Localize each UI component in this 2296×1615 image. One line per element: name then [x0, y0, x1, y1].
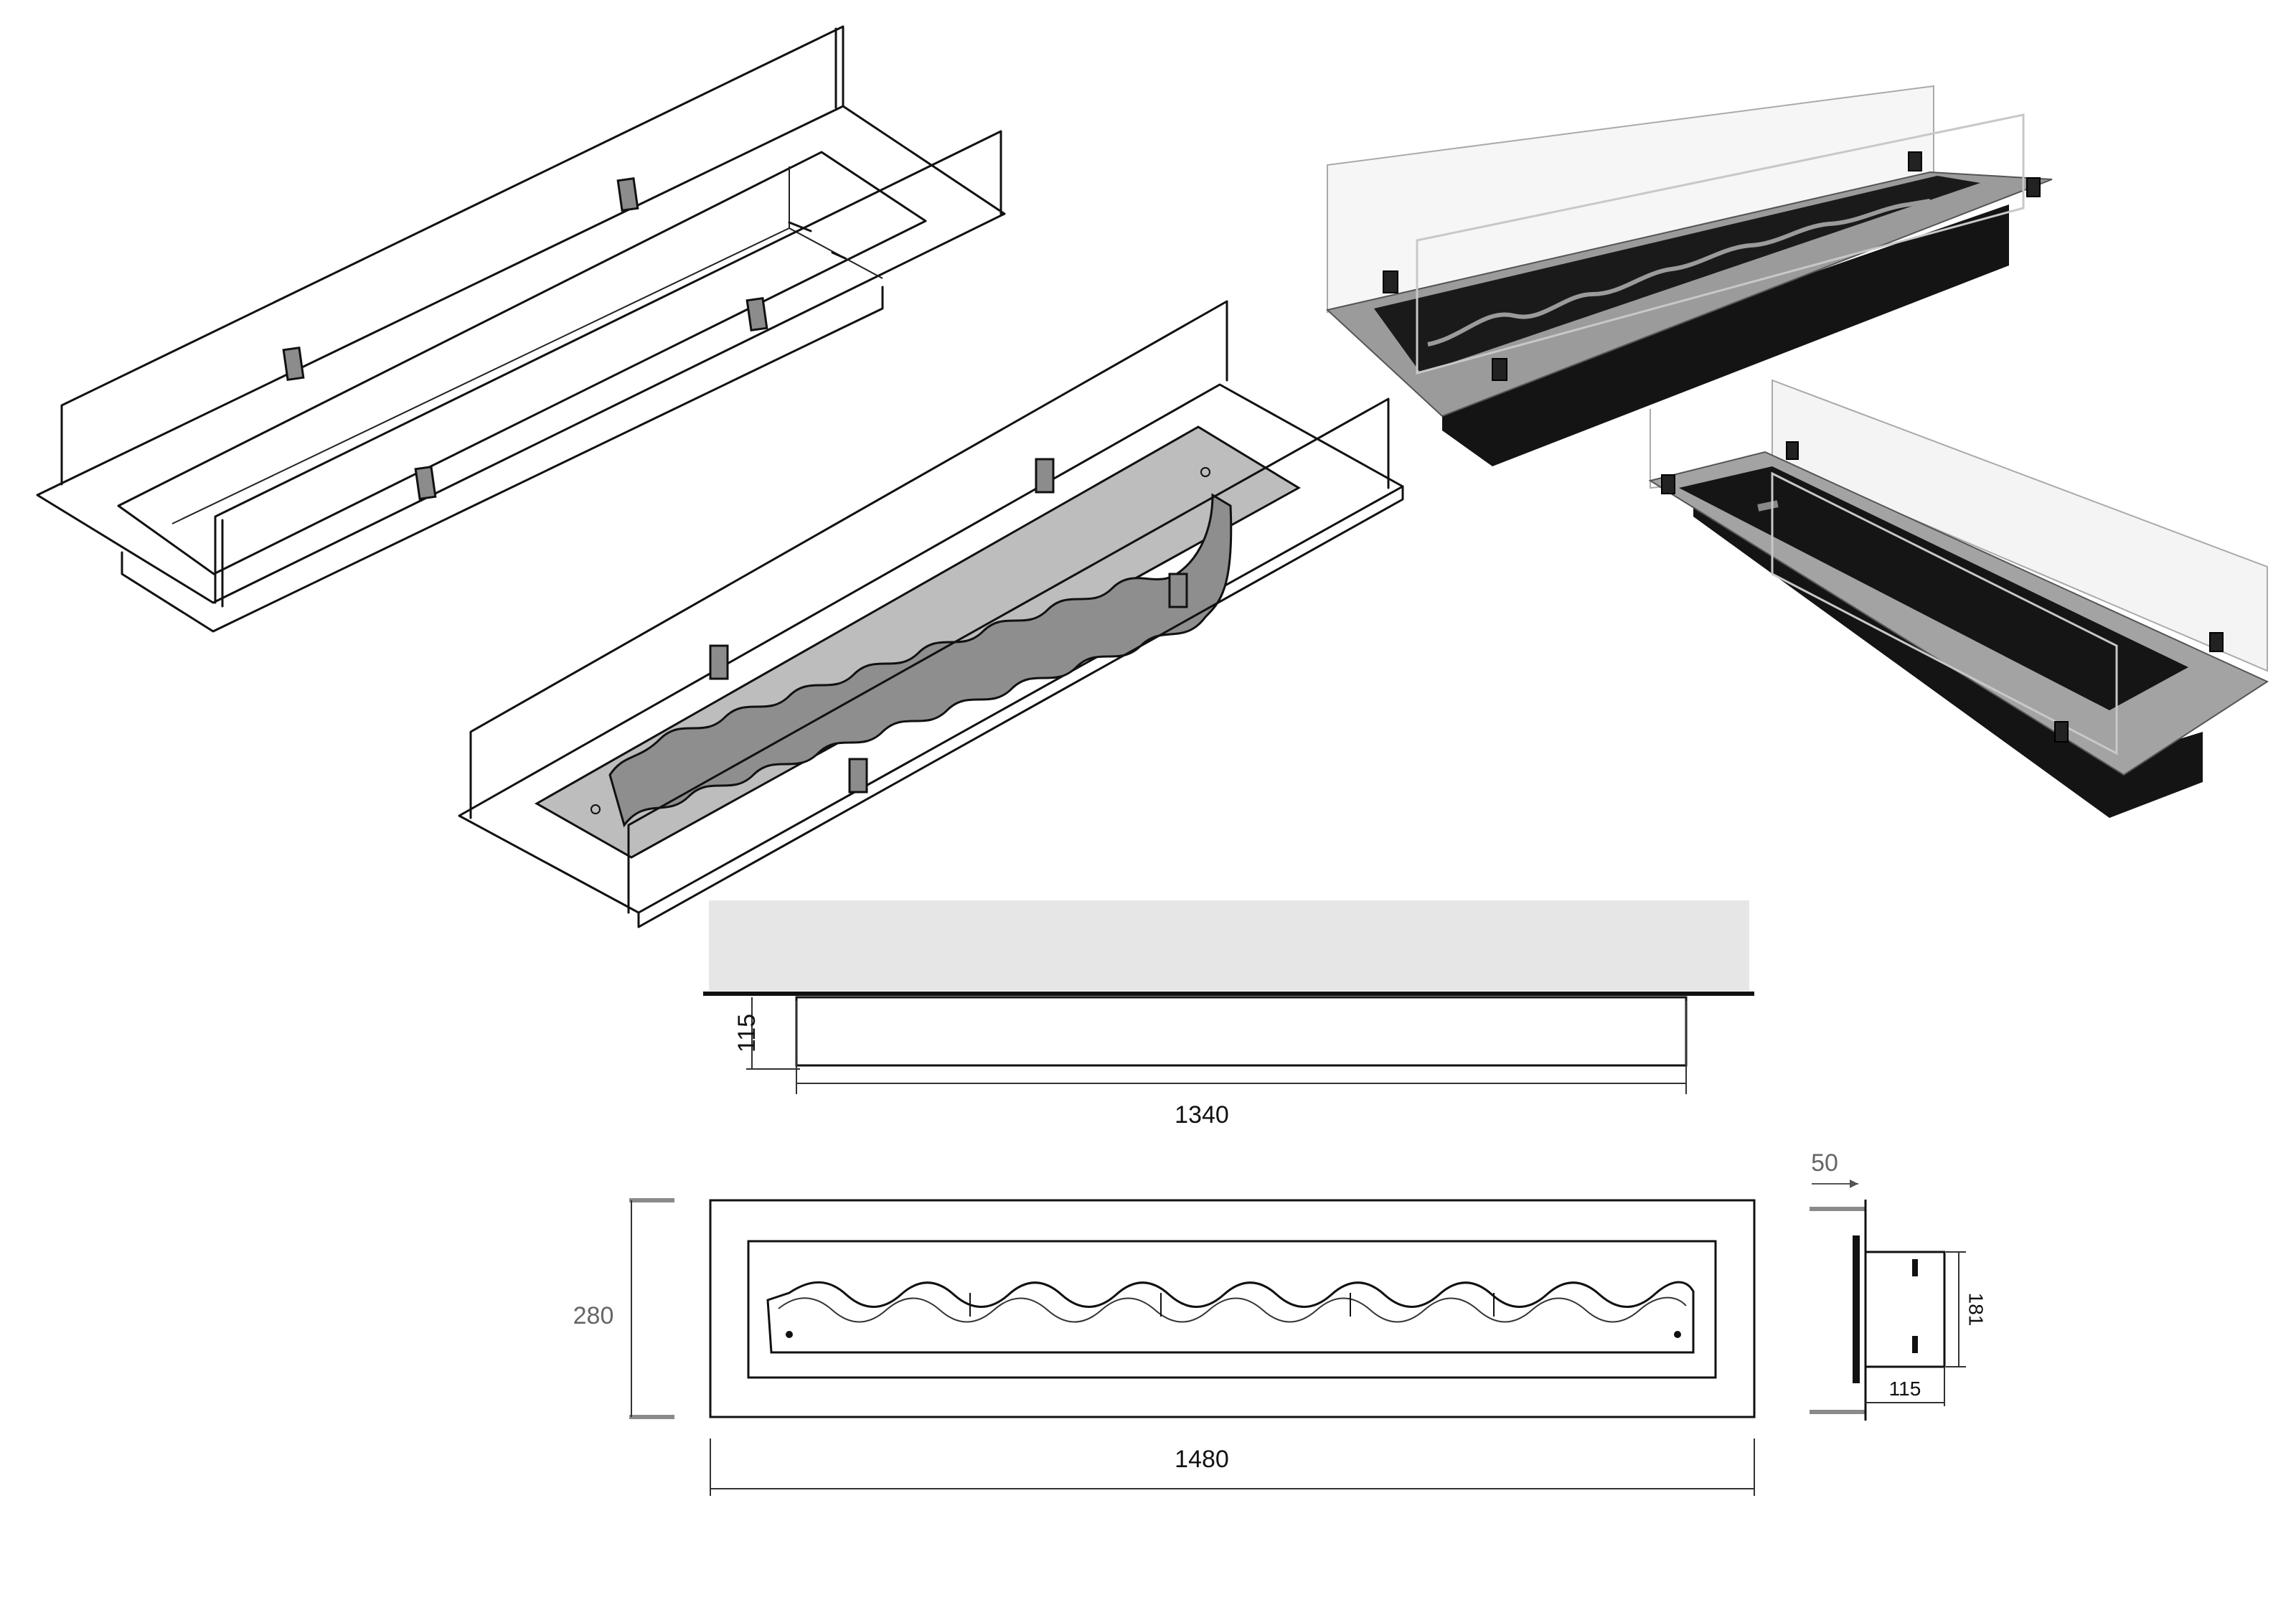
- burner-body: [121, 286, 884, 633]
- burner-body: [637, 485, 1404, 928]
- black-body: [1442, 204, 2009, 466]
- clip: [1661, 474, 1675, 494]
- clip: [1035, 458, 1055, 494]
- outer-plate-plan: [709, 1199, 1756, 1418]
- clip: [414, 465, 437, 501]
- clip: [1168, 573, 1188, 608]
- product-photo-top: [1325, 85, 2053, 466]
- back-glass-panel: [469, 300, 1228, 819]
- dim-label-insert-length: 1340: [1175, 1101, 1229, 1129]
- clip: [1492, 358, 1507, 381]
- side-section: 50 181 115: [1810, 1149, 1987, 1421]
- dim-label-height: 115: [733, 1014, 761, 1053]
- back-glass-panel: [60, 25, 844, 486]
- dim-label-width: 280: [573, 1302, 614, 1329]
- clip: [745, 296, 768, 332]
- glass-edge: [1853, 1235, 1860, 1383]
- clip: [1786, 441, 1799, 460]
- front-glass-panel: [627, 397, 1390, 914]
- front-elevation: 115 1340: [703, 900, 1754, 1129]
- clip: [2209, 632, 2224, 652]
- glass-elevation: [709, 900, 1749, 991]
- wavy-burner-plan: [766, 1281, 1695, 1354]
- black-body: [1693, 495, 2203, 818]
- steel-top-plate: [1325, 171, 2053, 418]
- isometric-drawing-top-left: [36, 25, 1006, 633]
- product-photo-bottom: [1648, 379, 2269, 818]
- clip: [709, 644, 729, 680]
- inner-opening: [117, 151, 927, 575]
- side-body: [1864, 1251, 1946, 1368]
- front-glass-panel: [214, 130, 1002, 604]
- front-glass-panel: [1416, 113, 2025, 375]
- dim-label-total-length: 1480: [1175, 1446, 1229, 1473]
- clip: [616, 176, 639, 212]
- burner-body-elevation: [795, 996, 1688, 1067]
- top-plan: 280 1480: [573, 1198, 1756, 1496]
- clip: [2054, 721, 2069, 743]
- dim-label-side-depth: 115: [1889, 1378, 1921, 1400]
- wavy-burner-slot: [608, 493, 1233, 828]
- dim-label-flange: 50: [1811, 1149, 1838, 1177]
- inner-opening-plan: [747, 1240, 1717, 1379]
- dim-label-side-height: 181: [1965, 1293, 1987, 1327]
- clip: [282, 346, 305, 382]
- isometric-drawing-center: [458, 300, 1404, 928]
- wavy-burner-slot: [1427, 199, 1931, 347]
- outer-frame: [36, 105, 1006, 604]
- clip: [1908, 151, 1922, 171]
- front-glass-panel: [1771, 471, 2118, 755]
- clip: [2026, 177, 2041, 197]
- clip: [1383, 270, 1398, 293]
- inner-tray: [1679, 466, 2188, 710]
- clip: [848, 758, 868, 794]
